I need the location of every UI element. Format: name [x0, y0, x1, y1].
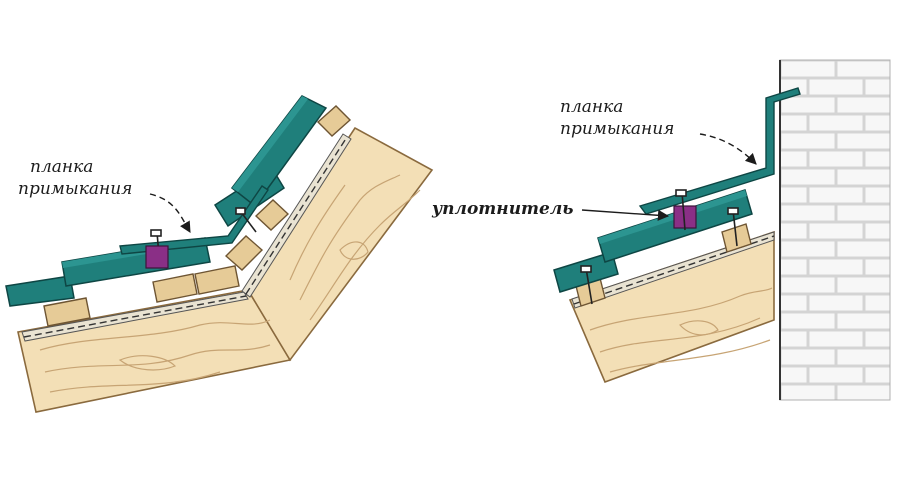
right-rafter	[568, 230, 775, 384]
battens-upper	[224, 105, 352, 271]
roof-panels-upper	[213, 95, 328, 228]
callout-seal-right: уплотнитель	[431, 199, 574, 219]
brick-wall	[779, 59, 891, 401]
battens-lower	[43, 265, 240, 327]
flashing-strip-right	[638, 87, 801, 215]
callout-strip-right-line1: планка	[560, 97, 623, 117]
wood-grain	[39, 174, 421, 393]
callout-arrow-left	[149, 193, 191, 233]
seal-left	[145, 245, 169, 269]
callout-strip-right-line2: примыкания	[560, 119, 674, 139]
callout-arrow-seal-right	[581, 209, 670, 221]
callout-arrow-strip-right	[699, 133, 757, 165]
screws-right	[580, 189, 739, 305]
flashing-strip-left	[119, 185, 269, 255]
left-detail: планка примыкания	[5, 95, 434, 413]
right-detail: планка примыкания уплотнитель	[431, 59, 891, 401]
callout-strip-left-line2: примыкания	[18, 179, 132, 199]
wood-grain-right	[589, 287, 773, 373]
callout-strip-left-line1: планка	[30, 157, 93, 177]
